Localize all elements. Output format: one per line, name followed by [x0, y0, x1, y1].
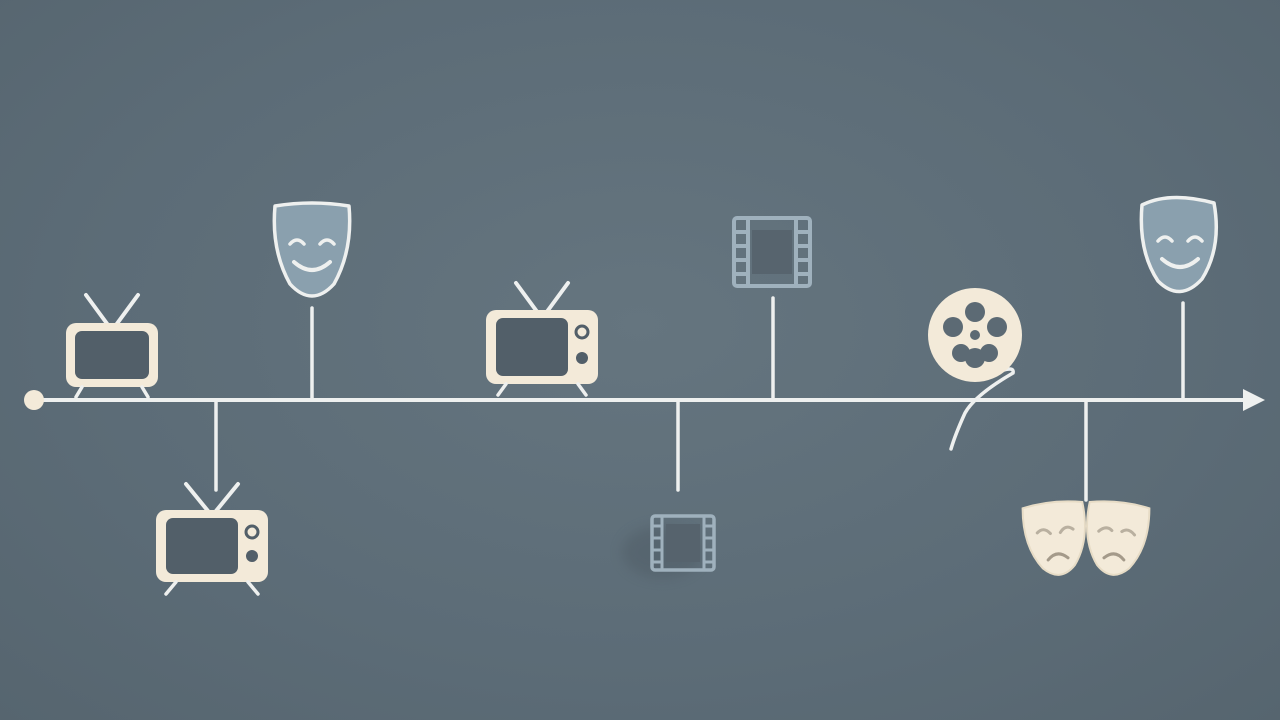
timeline-arrowhead — [1243, 389, 1265, 411]
tv-icon — [486, 281, 598, 397]
tv-icon — [66, 293, 158, 399]
happy-mask-icon — [1139, 195, 1218, 294]
event-connectors — [214, 296, 1185, 502]
timeline-axis — [24, 389, 1265, 411]
timeline-start-dot — [24, 390, 44, 410]
theater-masks-icon — [1021, 500, 1151, 576]
film-reel-icon — [928, 288, 1022, 451]
film-strip-icon — [622, 514, 716, 578]
film-strip-icon — [732, 216, 812, 288]
happy-mask-icon — [272, 201, 352, 298]
tv-icon — [156, 482, 268, 596]
